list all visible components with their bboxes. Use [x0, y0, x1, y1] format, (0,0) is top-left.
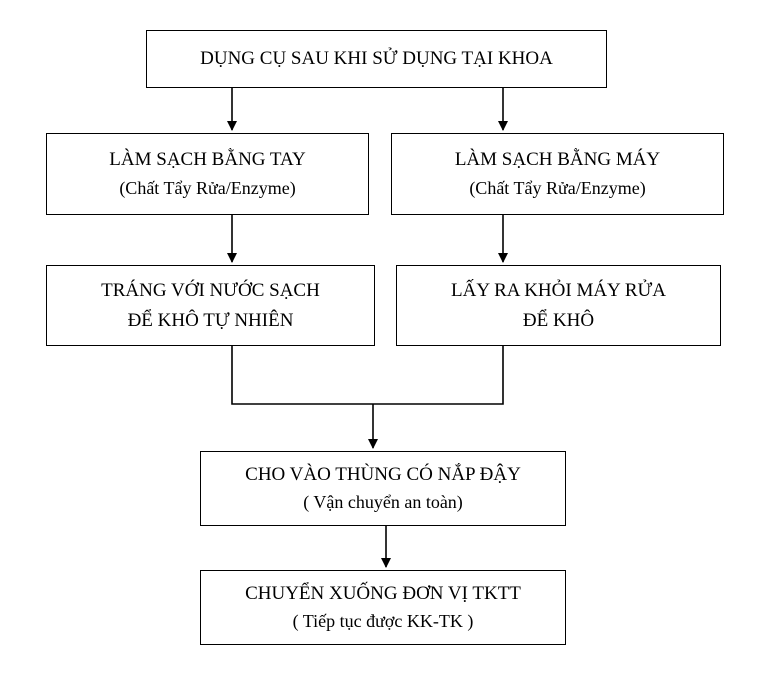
- merge-line: [231, 346, 504, 405]
- box-machine-clean: LÀM SẠCH BẰNG MÁY (Chất Tẩy Rửa/Enzyme): [391, 133, 724, 215]
- box-remove-machine-line2: ĐỂ KHÔ: [522, 309, 595, 331]
- box-transfer-note: ( Tiếp tục được KK-TK ): [292, 611, 474, 632]
- box-rinse: TRÁNG VỚI NƯỚC SẠCH ĐỂ KHÔ TỰ NHIÊN: [46, 265, 375, 346]
- box-machine-clean-title: LÀM SẠCH BẰNG MÁY: [454, 149, 661, 171]
- box-manual-clean: LÀM SẠCH BẰNG TAY (Chất Tẩy Rửa/Enzyme): [46, 133, 369, 215]
- box-transfer: CHUYỂN XUỐNG ĐƠN VỊ TKTT ( Tiếp tục được…: [200, 570, 566, 645]
- box-remove-machine-line1: LẤY RA KHỎI MÁY RỬA: [451, 280, 666, 302]
- box-container: CHO VÀO THÙNG CÓ NẮP ĐẬY ( Vận chuyển an…: [200, 451, 566, 526]
- box-transfer-title: CHUYỂN XUỐNG ĐƠN VỊ TKTT: [245, 582, 521, 604]
- box-manual-clean-note: (Chất Tẩy Rửa/Enzyme): [119, 177, 296, 198]
- box-remove-machine: LẤY RA KHỎI MÁY RỬA ĐỂ KHÔ: [396, 265, 721, 346]
- box-manual-clean-title: LÀM SẠCH BẰNG TAY: [109, 149, 306, 171]
- box-rinse-line1: TRÁNG VỚI NƯỚC SẠCH: [101, 280, 320, 302]
- box-container-title: CHO VÀO THÙNG CÓ NẮP ĐẬY: [245, 463, 521, 485]
- box-container-note: ( Vận chuyển an toàn): [303, 492, 463, 513]
- box-after-use-text: DỤNG CỤ SAU KHI SỬ DỤNG TẠI KHOA: [200, 48, 553, 70]
- box-after-use: DỤNG CỤ SAU KHI SỬ DỤNG TẠI KHOA: [146, 30, 607, 88]
- box-machine-clean-note: (Chất Tẩy Rửa/Enzyme): [469, 177, 646, 198]
- box-rinse-line2: ĐỂ KHÔ TỰ NHIÊN: [127, 309, 294, 331]
